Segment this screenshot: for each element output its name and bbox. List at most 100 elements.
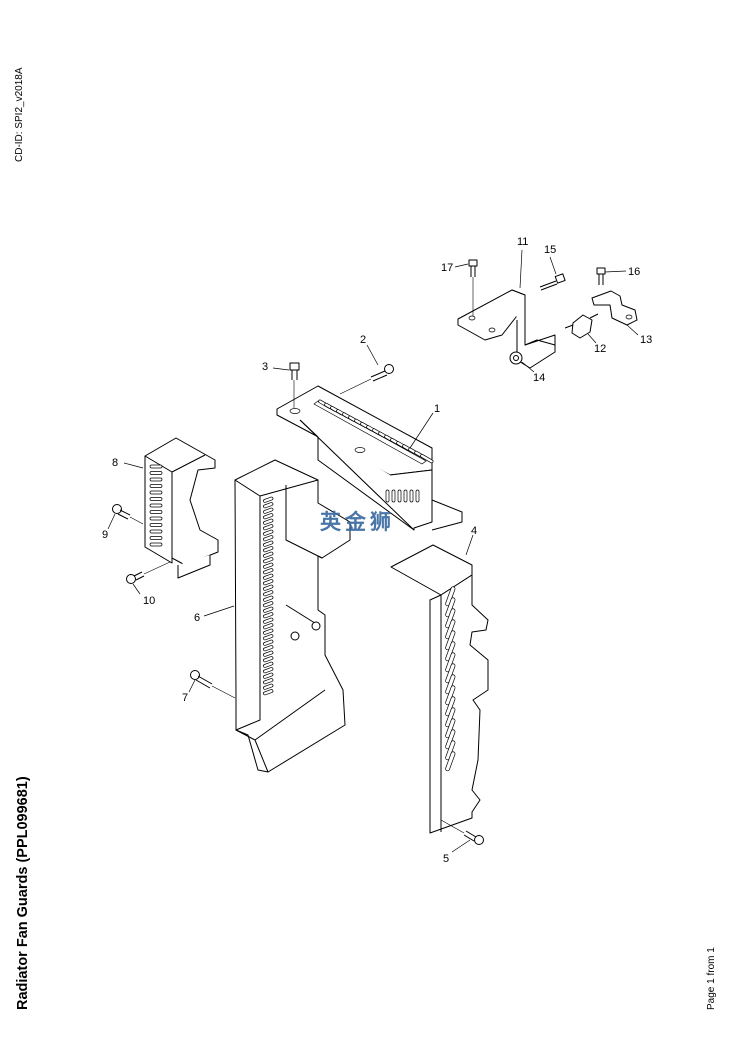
vent-slot [420, 454, 434, 464]
vent-slot [445, 619, 456, 640]
vent-slot [391, 489, 396, 503]
part-14-nut[interactable] [509, 351, 523, 365]
part-3-bolt[interactable] [289, 362, 300, 408]
callout-15: 15 [544, 244, 556, 256]
vent-slot [149, 536, 163, 540]
vent-slot [263, 650, 274, 657]
vent-slot [263, 667, 274, 674]
part-10-bolt[interactable] [126, 561, 171, 584]
vent-slot [149, 490, 163, 495]
vent-slot [263, 672, 274, 679]
vent-slot [445, 707, 456, 728]
vent-slot [149, 477, 163, 482]
vent-slot [149, 497, 163, 501]
vent-slot [263, 551, 274, 558]
vent-slot [263, 656, 274, 663]
part-17-bolt[interactable] [468, 259, 478, 316]
part-5-bolt[interactable] [440, 819, 484, 845]
vent-slot [445, 729, 456, 750]
callout-14: 14 [533, 372, 545, 384]
part-8-left-guard[interactable] [144, 437, 219, 579]
vent-slot [263, 546, 274, 553]
vent-slot [445, 663, 456, 684]
vent-slot [263, 568, 274, 575]
vent-slot [263, 562, 274, 569]
vent-slot [445, 586, 456, 607]
vent-slot [445, 597, 456, 618]
vent-slot [149, 471, 163, 475]
vent-slot [445, 685, 456, 706]
part-1-top-guard[interactable] [276, 385, 463, 531]
callout-2: 2 [360, 334, 366, 346]
vent-slot [149, 516, 163, 521]
vent-slot [263, 661, 274, 668]
vent-slot [263, 524, 274, 531]
watermark-logo: 英金狮 [320, 510, 395, 534]
part-4-right-guard[interactable] [390, 544, 489, 834]
vent-slot [263, 639, 274, 646]
callout-9: 9 [102, 529, 108, 541]
vent-slot [263, 678, 274, 685]
vent-slot [263, 606, 274, 613]
vent-slot [263, 634, 274, 641]
part-1-slots [313, 400, 427, 465]
callout-16: 16 [628, 266, 640, 278]
vent-slot [263, 612, 274, 619]
callouts: 1 2 3 4 5 6 7 8 9 10 11 12 13 14 15 16 1… [102, 236, 652, 865]
vent-slot [409, 489, 414, 503]
callout-6: 6 [194, 612, 200, 624]
part-2-bolt[interactable] [339, 364, 394, 395]
callout-13: 13 [640, 334, 652, 346]
vent-slot [263, 590, 274, 597]
vent-slot [403, 489, 408, 503]
vent-slot [263, 535, 274, 542]
part-12-rubber-mount[interactable] [564, 313, 599, 339]
callout-3: 3 [262, 361, 268, 373]
vent-slot [445, 652, 456, 673]
vent-slot [445, 696, 456, 717]
vent-slot [149, 542, 163, 547]
callout-12: 12 [594, 343, 606, 355]
vent-slot [149, 503, 163, 508]
vent-slot [445, 608, 456, 629]
part-6-center-guard[interactable] [234, 459, 351, 773]
vent-slot [263, 513, 274, 520]
vent-slot [149, 464, 163, 469]
vent-slot [263, 683, 274, 690]
vent-slot [445, 718, 456, 739]
vent-slot [263, 518, 274, 525]
callout-5: 5 [443, 853, 449, 865]
vent-slot [263, 623, 274, 630]
vent-slot [263, 502, 274, 509]
vent-slot [415, 489, 420, 503]
vent-slot [263, 645, 274, 652]
vent-slot [149, 484, 163, 488]
vent-slot [149, 529, 163, 534]
vent-slot [263, 529, 274, 536]
callout-17: 17 [441, 262, 453, 274]
vent-slot [385, 489, 390, 503]
callout-4: 4 [471, 525, 477, 537]
vent-slot [445, 641, 456, 662]
vent-slot [263, 557, 274, 564]
part-9-bolt[interactable] [112, 504, 144, 525]
vent-slot [149, 523, 163, 527]
vent-slot [445, 751, 456, 772]
vent-slot [263, 689, 274, 696]
vent-slot [445, 740, 456, 761]
vent-slot [263, 579, 274, 586]
vent-slot [263, 601, 274, 608]
part-11-bracket[interactable] [457, 289, 556, 369]
vent-slot [263, 507, 274, 514]
part-16-bolt[interactable] [596, 267, 606, 285]
part-7-bolt[interactable] [190, 670, 236, 699]
vent-slot [263, 573, 274, 580]
vent-slot [149, 510, 163, 514]
vent-slot [263, 628, 274, 635]
vent-slot [263, 540, 274, 547]
callout-1: 1 [434, 403, 440, 415]
part-13-small-bracket[interactable] [591, 290, 638, 326]
vent-slot [397, 489, 402, 503]
part-15-bolt[interactable] [539, 273, 566, 291]
